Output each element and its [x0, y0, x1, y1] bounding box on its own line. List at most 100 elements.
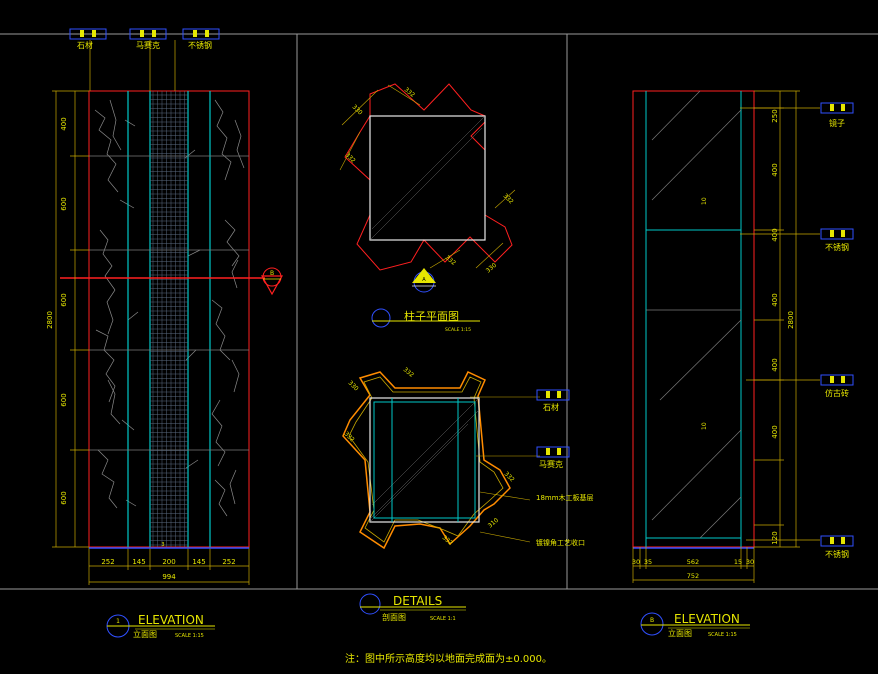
left-width-dim-lines: [88, 547, 250, 585]
callout-text: 石材: [543, 402, 559, 412]
plan-dim: 330: [347, 379, 360, 392]
height-dim: 400: [771, 358, 779, 371]
left-height-dim-lines: [52, 90, 89, 548]
elevation-title: ELEVATION: [138, 613, 204, 627]
hatch-line: [483, 115, 486, 118]
plan-bottom-frame: [373, 398, 476, 522]
elevation-outline: [88, 90, 250, 548]
left-elevation: B 400 600 600 600 600 2800: [46, 28, 284, 639]
height-dim: 250: [771, 109, 779, 122]
callout-tag: 不锈钢: [182, 28, 220, 50]
plan-dim: 330: [485, 262, 498, 275]
drawing-note: 注：图中所示高度均以地面完成面为±0.000。: [345, 652, 552, 665]
drawing-frame: [0, 33, 878, 590]
cabinet-lines: [646, 90, 742, 539]
width-dim: 562: [687, 558, 699, 566]
height-dim: 600: [60, 393, 68, 406]
plan-scale: SCALE 1:15: [445, 327, 471, 333]
plan-dim: 332: [441, 534, 454, 547]
height-dim: 400: [60, 117, 68, 130]
callout-tag: 不锈钢: [820, 228, 854, 252]
cabinet-frame: [645, 91, 742, 547]
left-elevation-title: 1 ELEVATION 立面图 SCALE 1:15: [106, 613, 215, 639]
panel-dividers: [127, 91, 211, 547]
height-dim: 600: [60, 491, 68, 504]
section-marker: B: [260, 267, 284, 296]
callout-text: 不锈钢: [825, 549, 849, 559]
top-callouts: 石材 马赛克 不锈钢: [69, 28, 220, 91]
details-subtitle: 剖面图: [382, 612, 406, 622]
callout-text: 马赛克: [539, 459, 563, 469]
bottom-small-dim: 3: [161, 542, 164, 548]
hatch-line: [369, 127, 483, 241]
details-scale: SCALE 1:1: [430, 616, 456, 622]
column-plan-bottom: 330 332 332 332 332 310 石材 马赛克 18mm木工板基层…: [342, 366, 594, 550]
height-dim: 120: [771, 531, 779, 544]
width-dim: 35: [644, 558, 652, 566]
width-dim: 30: [632, 558, 640, 566]
width-dim: 252: [222, 558, 235, 566]
right-elevation: 10 10 250 400 400 400 400 400: [632, 90, 854, 638]
width-dim: 200: [162, 558, 175, 566]
hatch-line: [369, 409, 480, 520]
callout-tag: 石材: [69, 28, 107, 50]
callout-text: 镜子: [829, 118, 845, 128]
plan-dim: 332: [403, 86, 416, 99]
hatch-line: [469, 115, 486, 132]
callout-text: 不锈钢: [188, 40, 212, 50]
plan-top-title: 柱子平面图 SCALE 1:15: [371, 308, 480, 333]
right-elevation-title: B ELEVATION 立面图 SCALE 1:15: [640, 612, 750, 638]
right-width-dims: 30 35 562 15 30 752: [632, 558, 754, 580]
right-height-dim-lines: [740, 90, 820, 548]
callout-text: 不锈钢: [825, 242, 849, 252]
material-label: 18mm木工板基层: [536, 493, 594, 502]
plan-dim: 310: [487, 517, 500, 530]
inner-dim: 10: [701, 197, 708, 205]
width-dim: 30: [746, 558, 754, 566]
left-width-dims: 252 145 200 145 252 994 3: [101, 542, 235, 581]
right-height-dims: 250 400 400 400 400 400 120 2800: [771, 109, 795, 544]
callout-tag: 马赛克: [129, 28, 167, 50]
section-marker-label: B: [270, 270, 274, 277]
callout-tag: 石材: [536, 389, 570, 412]
plan-dim: 332: [502, 192, 515, 205]
plan-dim: 332: [444, 254, 457, 267]
callout-text: 石材: [77, 40, 93, 50]
panel-joints: [89, 155, 249, 451]
marker-number: 1: [116, 618, 120, 625]
total-height-dim: 2800: [46, 311, 54, 329]
elevation-title: ELEVATION: [674, 612, 740, 626]
plan-hatch: [369, 115, 486, 241]
cabinet-outline: [632, 90, 755, 548]
callout-tag: 仿古砖: [820, 374, 854, 398]
left-height-dims: 400 600 600 600 600 2800: [46, 117, 68, 504]
inner-dim: 10: [701, 422, 708, 430]
callout-tag: 镜子: [820, 102, 854, 128]
width-dim: 145: [192, 558, 205, 566]
plan-dim: 332: [503, 470, 516, 483]
details-title: DETAILS 剖面图 SCALE 1:1: [359, 593, 466, 622]
height-dim: 400: [771, 425, 779, 438]
plan-dim: 332: [343, 430, 356, 443]
hatch-line: [369, 423, 469, 523]
view-marker: A: [412, 268, 436, 293]
callout-tag: 不锈钢: [820, 535, 854, 559]
total-height-dim: 2800: [787, 311, 795, 329]
plan-hatch: [369, 397, 480, 523]
column-plan-top: 330 332 332 332 332 330 A 柱子平面图 SCALE 1:…: [339, 83, 516, 333]
view-marker-label: A: [422, 277, 426, 283]
plan-top-dim-lines: [339, 84, 516, 269]
height-dim: 400: [771, 228, 779, 241]
plan-dim: 332: [402, 366, 415, 379]
height-dim: 600: [60, 293, 68, 306]
callout-tag: 马赛克: [536, 446, 570, 469]
height-dim: 600: [60, 197, 68, 210]
plan-title: 柱子平面图: [404, 309, 459, 323]
material-label: 镀镍角工艺收口: [536, 538, 585, 547]
plan-top-dims: 330 332 332 332 332 330: [344, 86, 515, 274]
width-dim: 145: [132, 558, 145, 566]
mosaic-grid: [150, 91, 188, 547]
height-dim: 400: [771, 293, 779, 306]
details-heading: DETAILS: [393, 594, 442, 608]
plan-dim: 332: [344, 151, 357, 164]
